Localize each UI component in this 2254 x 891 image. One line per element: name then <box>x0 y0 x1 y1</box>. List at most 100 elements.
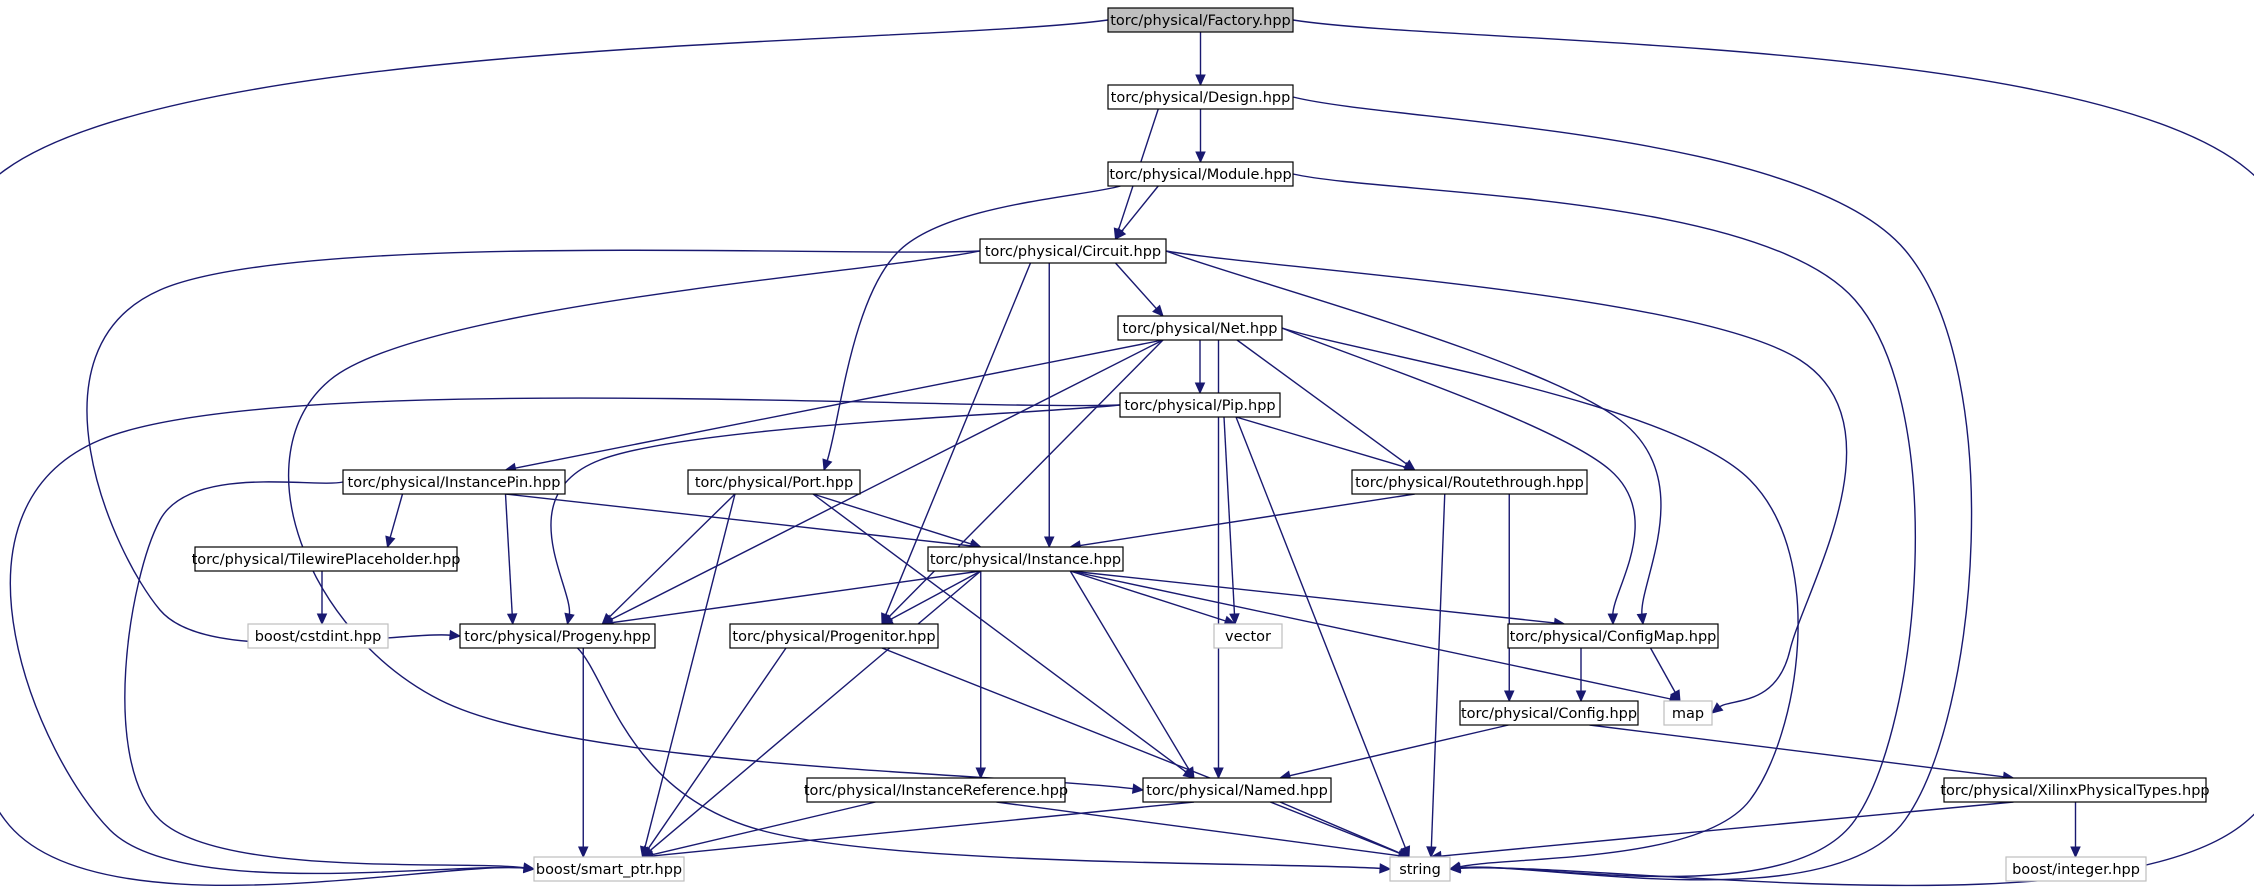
node-label: torc/physical/Design.hpp <box>1111 90 1291 106</box>
node-routethrough[interactable]: torc/physical/Routethrough.hpp <box>1351 469 1588 495</box>
edge-pip-to-vector <box>1223 416 1240 626</box>
node-box <box>729 623 939 649</box>
node-box <box>687 469 861 495</box>
node-circuit[interactable]: torc/physical/Circuit.hpp <box>979 238 1167 264</box>
node-map: map <box>1663 700 1713 726</box>
node-box <box>194 546 458 572</box>
edge-circuit-to-configmap <box>1165 250 1662 626</box>
node-box <box>1663 700 1713 726</box>
node-box <box>247 623 389 649</box>
node-label: torc/physical/Pip.hpp <box>1124 398 1275 414</box>
edge-configmap-to-map <box>1649 647 1681 703</box>
edge-port-to-progeny <box>601 493 736 625</box>
node-label: torc/physical/Named.hpp <box>1146 783 1328 799</box>
node-box <box>1142 777 1332 803</box>
edge-port-to-smartptr <box>639 493 736 859</box>
node-module[interactable]: torc/physical/Module.hpp <box>1107 161 1294 187</box>
node-box <box>1459 700 1639 726</box>
node-factory[interactable]: torc/physical/Factory.hpp <box>1107 7 1294 33</box>
edge-factory-to-design <box>1195 32 1206 87</box>
edge-progeny-to-smartptr <box>577 648 589 859</box>
node-box <box>342 469 566 495</box>
node-instancepin[interactable]: torc/physical/InstancePin.hpp <box>342 469 566 495</box>
node-label: boost/smart_ptr.hpp <box>536 862 682 878</box>
edge-net-to-string <box>1281 327 1799 872</box>
node-box <box>1119 392 1281 418</box>
node-box <box>1213 623 1283 649</box>
edge-net-to-pip <box>1194 340 1206 395</box>
edge-instancepin-to-tilewire <box>385 493 404 549</box>
edge-module-to-circuit <box>1114 185 1159 240</box>
node-label: boost/integer.hpp <box>2012 862 2140 878</box>
node-pip[interactable]: torc/physical/Pip.hpp <box>1119 392 1281 418</box>
node-instref[interactable]: torc/physical/InstanceReference.hpp <box>804 777 1068 803</box>
edge-instance-to-smartptr <box>641 570 982 858</box>
node-label: torc/physical/InstancePin.hpp <box>348 475 561 491</box>
edge-net-to-configmap <box>1281 327 1636 626</box>
node-smartptr: boost/smart_ptr.hpp <box>533 856 685 882</box>
edge-pip-to-progeny <box>550 404 1121 626</box>
node-label: torc/physical/ConfigMap.hpp <box>1510 629 1717 645</box>
edge-circuit-to-map <box>1165 250 1848 714</box>
node-configmap[interactable]: torc/physical/ConfigMap.hpp <box>1507 623 1719 649</box>
node-config[interactable]: torc/physical/Config.hpp <box>1459 700 1639 726</box>
node-progenitor[interactable]: torc/physical/Progenitor.hpp <box>729 623 939 649</box>
edge-port-to-instance <box>812 493 982 549</box>
node-box <box>1351 469 1588 495</box>
edge-instance-to-configmap <box>1070 570 1566 629</box>
node-label: torc/physical/Circuit.hpp <box>985 244 1161 260</box>
node-label: torc/physical/Config.hpp <box>1461 706 1637 722</box>
edge-xilinx-to-integer <box>2070 802 2081 859</box>
node-design[interactable]: torc/physical/Design.hpp <box>1107 84 1294 110</box>
edge-net-to-progeny <box>601 339 1164 625</box>
edge-net-to-instancepin <box>504 339 1164 474</box>
nodes-layer: torc/physical/Factory.hpp torc/physical/D… <box>192 7 2210 882</box>
edge-instancepin-to-smartptr <box>124 481 536 873</box>
node-label: torc/physical/Routethrough.hpp <box>1355 475 1584 491</box>
edges-layer <box>0 19 2254 887</box>
node-label: torc/physical/Module.hpp <box>1109 167 1291 183</box>
node-label: torc/physical/Port.hpp <box>695 475 853 491</box>
node-box <box>1107 7 1294 33</box>
node-box <box>979 238 1167 264</box>
node-port[interactable]: torc/physical/Port.hpp <box>687 469 861 495</box>
node-box <box>2005 856 2147 882</box>
node-label: map <box>1672 706 1704 722</box>
node-label: torc/physical/TilewirePlaceholder.hpp <box>192 552 461 568</box>
node-label: torc/physical/XilinxPhysicalTypes.hpp <box>1940 783 2209 799</box>
node-box <box>1507 623 1719 649</box>
edge-tilewire-to-cstdint <box>316 571 328 626</box>
edge-routethrough-to-config <box>1503 494 1515 703</box>
node-box <box>533 856 685 882</box>
edge-circuit-to-named <box>287 250 1145 794</box>
edge-routethrough-to-string <box>1426 493 1446 859</box>
edge-module-to-port <box>822 185 1121 472</box>
node-tilewire[interactable]: torc/physical/TilewirePlaceholder.hpp <box>192 546 461 572</box>
edge-instref-to-smartptr <box>641 801 876 860</box>
edge-instancepin-to-progeny <box>504 493 518 626</box>
edge-circuit-to-net <box>1114 262 1164 317</box>
node-named[interactable]: torc/physical/Named.hpp <box>1142 777 1332 803</box>
node-integer: boost/integer.hpp <box>2005 856 2147 882</box>
edge-pip-to-routethrough <box>1235 416 1416 473</box>
edge-module-to-string <box>1292 173 1916 878</box>
node-box <box>927 546 1124 572</box>
node-vector: vector <box>1213 623 1283 649</box>
node-label: string <box>1399 862 1441 878</box>
node-xilinx[interactable]: torc/physical/XilinxPhysicalTypes.hpp <box>1940 777 2210 803</box>
edge-configmap-to-config <box>1575 648 1587 703</box>
edge-circuit-to-progeny <box>86 249 981 644</box>
edge-design-to-module <box>1195 109 1206 164</box>
node-net[interactable]: torc/physical/Net.hpp <box>1117 315 1283 341</box>
edge-instancepin-to-instance <box>505 493 982 552</box>
node-instance[interactable]: torc/physical/Instance.hpp <box>927 546 1124 572</box>
edge-progenitor-to-smartptr <box>641 647 787 859</box>
node-box <box>1389 856 1451 882</box>
node-label: vector <box>1225 629 1271 645</box>
node-label: torc/physical/Progeny.hpp <box>464 629 650 645</box>
node-box <box>1107 84 1294 110</box>
node-progeny[interactable]: torc/physical/Progeny.hpp <box>459 623 656 649</box>
node-box <box>1943 777 2207 803</box>
node-label: torc/physical/Net.hpp <box>1122 321 1277 337</box>
node-box <box>1117 315 1283 341</box>
